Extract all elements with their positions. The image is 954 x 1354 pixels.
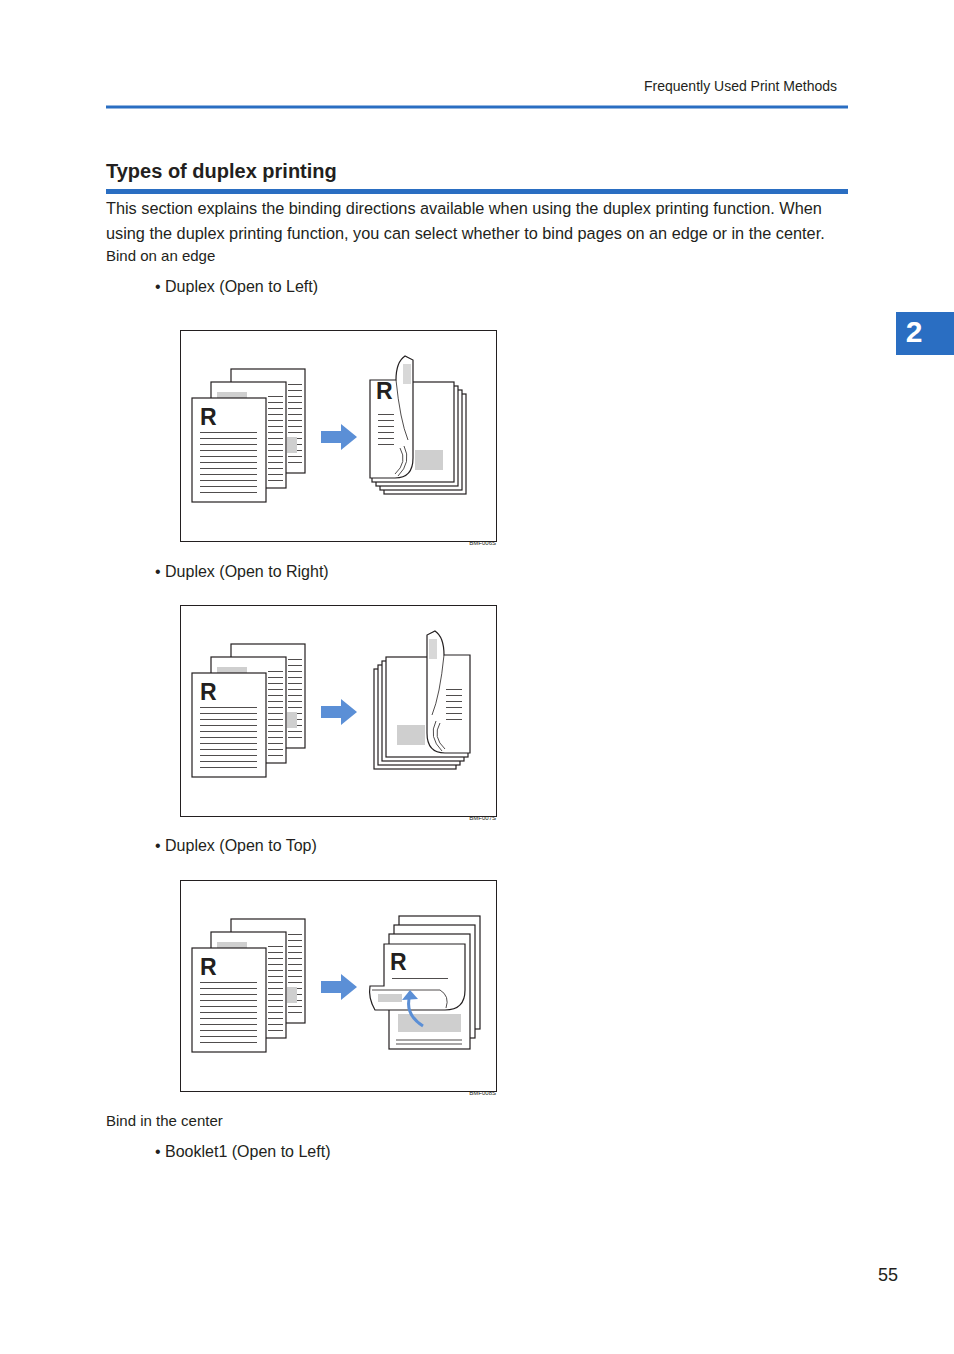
figure-code: BMF008S bbox=[469, 1090, 496, 1097]
page-letter: R bbox=[200, 404, 217, 432]
chapter-tab-number: 2 bbox=[896, 314, 932, 350]
page-number: 55 bbox=[878, 1265, 898, 1287]
figure-code: BMF006S bbox=[469, 540, 496, 547]
figure-code: BMF007S bbox=[469, 815, 496, 822]
bullet-item: • Duplex (Open to Left) bbox=[155, 277, 318, 296]
running-header: Frequently Used Print Methods bbox=[644, 78, 837, 95]
bullet-item: • Booklet1 (Open to Left) bbox=[155, 1142, 330, 1161]
subheading: Bind in the center bbox=[106, 1112, 223, 1130]
bullet-item: • Duplex (Open to Top) bbox=[155, 836, 317, 855]
page-letter: R bbox=[376, 378, 393, 406]
bullet-item: • Duplex (Open to Right) bbox=[155, 562, 329, 581]
page-letter: R bbox=[390, 949, 407, 977]
subheading: Bind on an edge bbox=[106, 247, 215, 265]
intro-paragraph: This section explains the binding direct… bbox=[106, 196, 854, 246]
page-letter: R bbox=[200, 954, 217, 982]
page-letter: R bbox=[200, 679, 217, 707]
section-title: Types of duplex printing bbox=[106, 159, 337, 183]
